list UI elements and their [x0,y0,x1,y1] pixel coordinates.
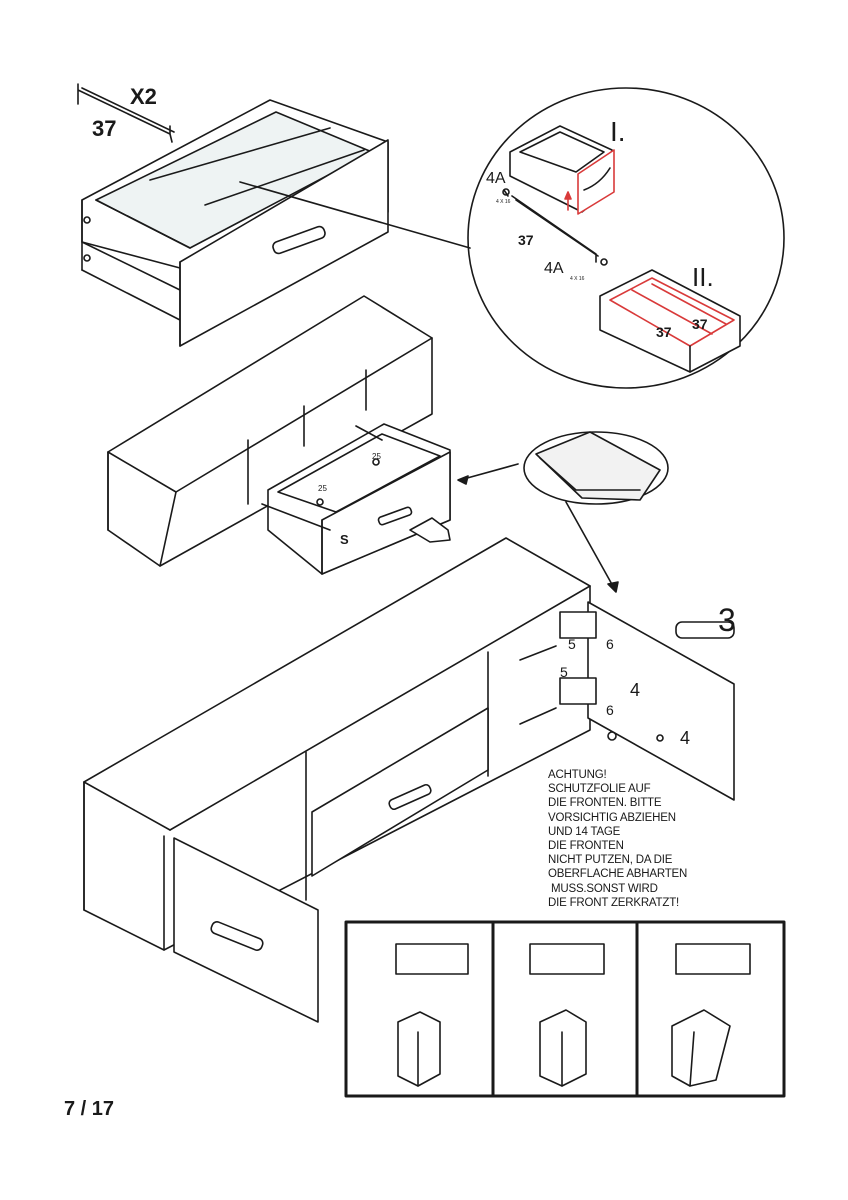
warning-line: SCHUTZFOLIE AUF [548,783,651,796]
screw-4a-label-top: 4A [486,170,506,187]
handle-screw-4-top: 4 [630,680,641,700]
screw-size-bottom: 4 X 16 [570,276,585,282]
rail-qty-label: X2 [130,84,157,109]
rail-37-installed-a: 37 [656,324,672,340]
rail-code-label: 37 [92,116,117,141]
hinge-panel-3 [671,943,751,1087]
drawer-marker: S [340,532,349,547]
rail-part-37 [77,83,175,143]
hinge-panel-2 [529,943,605,1087]
page-number: 7 / 17 [64,1098,115,1120]
slide-screw-label-2: 25 [372,452,381,461]
warning-line: OBERFLACHE ABHARTEN [548,868,688,881]
hinge-panel-1 [395,943,469,1087]
warning-line: VORSICHTIG ABZIEHEN [548,811,676,824]
handle-code-label: 3 [718,602,736,638]
warning-line: DIE FRONTEN. BITTE [548,797,662,810]
warning-line: ACHTUNG! [548,769,607,781]
protective-film-warning: ACHTUNG! SCHUTZFOLIE AUF DIE FRONTEN. BI… [548,768,748,910]
hinge-screw-5-bottom: 5 [560,664,568,680]
hinge-screw-5-top: 5 [568,636,576,652]
screw-4a-label-bottom: 4A [544,260,564,277]
warning-line: MUSS.SONST WIRD [548,882,658,895]
hinge-adjust-panels [344,920,786,1098]
hinge-screw-6-top: 6 [606,636,614,652]
step2-label: II. [692,262,714,292]
slide-screw-label-1: 25 [318,484,327,493]
rail-37-detail-label: 37 [518,232,534,248]
rail-37-installed-b: 37 [692,316,708,332]
handle-screw-4-bottom: 4 [680,728,691,748]
drawer-top [81,99,471,347]
tv-cabinet-main [83,537,735,1023]
hinge-screw-6-bottom: 6 [606,702,614,718]
warning-line: UND 14 TAGE [548,825,621,838]
warning-line: DIE FRONT ZERKRATZT! [548,896,680,909]
warning-line: DIE FRONTEN [548,840,624,853]
warning-line: NICHT PUTZEN, DA DIE [548,854,673,867]
detail-circle-rails [467,87,785,389]
cabinet-drawer-insertion [107,295,519,575]
step1-label: I. [610,116,626,147]
screw-size-top: 4 X 16 [496,199,511,205]
protective-film-detail [523,431,669,593]
